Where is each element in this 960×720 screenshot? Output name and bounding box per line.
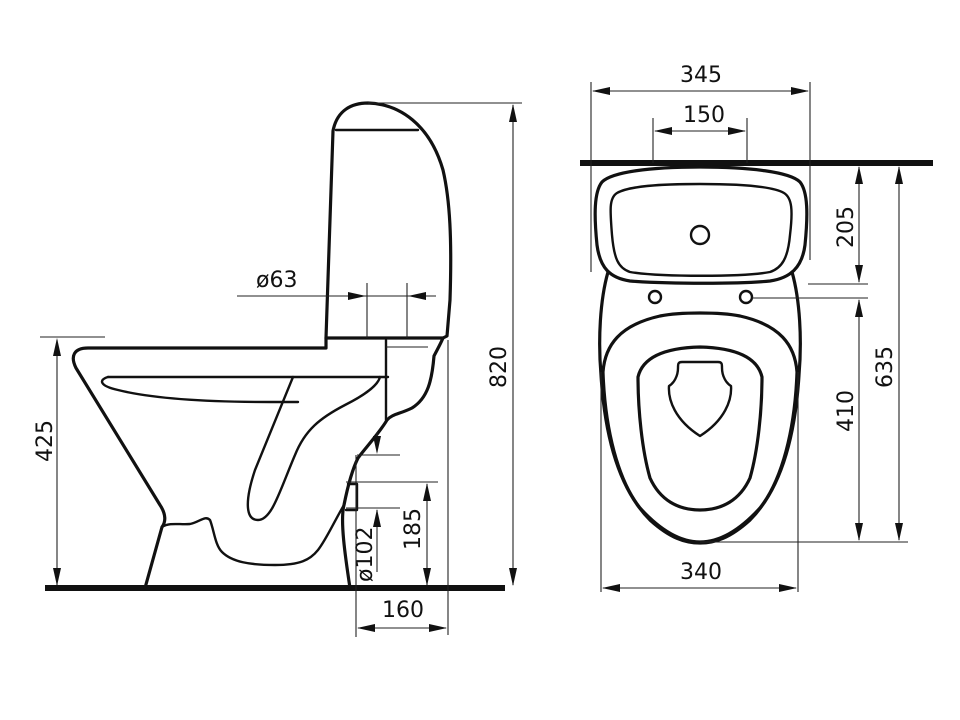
drain-shield-icon <box>667 360 733 438</box>
arrow-right-icon <box>348 292 366 300</box>
dim-label-205: 205 <box>834 206 859 248</box>
dim-label-820: 820 <box>487 346 512 388</box>
arrow-up-icon <box>53 338 61 356</box>
dim-label-63: ø63 <box>256 268 297 293</box>
seat-hole-right-icon <box>738 289 754 305</box>
arrow-up-icon <box>855 299 863 317</box>
top-view: 345 150 205 410 635 340 <box>580 63 933 592</box>
arrow-up-icon <box>509 104 517 122</box>
arrow-down-icon <box>423 568 431 586</box>
tank-outline <box>324 101 453 340</box>
outlet-stub <box>344 482 359 512</box>
bowl-outline <box>71 336 328 590</box>
arrow-down-icon <box>855 265 863 283</box>
dim-label-102: ø102 <box>353 527 378 582</box>
arrow-right-icon <box>728 127 746 135</box>
arrow-down-icon <box>509 568 517 586</box>
dim-label-635: 635 <box>873 346 898 388</box>
dim-label-185: 185 <box>401 508 426 550</box>
arrow-up-icon <box>855 166 863 184</box>
arrow-down-icon <box>373 436 381 454</box>
arrow-down-icon <box>855 523 863 541</box>
arrow-down-icon <box>895 523 903 541</box>
tank-top-outline <box>593 165 809 285</box>
seat-outline <box>601 311 799 544</box>
trapway-curve <box>246 375 382 522</box>
dim-label-345: 345 <box>680 63 722 88</box>
tank-inner-outline <box>609 182 793 277</box>
flush-button-icon <box>689 224 711 246</box>
dim-label-150: 150 <box>683 103 725 128</box>
arrow-left-icon <box>654 127 672 135</box>
arrow-up-icon <box>423 483 431 501</box>
dim-label-410: 410 <box>834 390 859 432</box>
arrow-right-icon <box>791 87 809 95</box>
dim-label-340: 340 <box>680 560 722 585</box>
arrow-right-icon <box>429 624 447 632</box>
dim-label-425: 425 <box>33 420 58 462</box>
seat-hole-left-icon <box>647 289 663 305</box>
seat-opening-outline <box>636 345 764 512</box>
arrow-up-icon <box>373 509 381 527</box>
siphon-bottom <box>160 503 346 567</box>
bowl-inner-lip <box>100 375 300 404</box>
arrow-down-icon <box>53 568 61 586</box>
arrow-left-icon <box>602 584 620 592</box>
arrow-left-icon <box>408 292 426 300</box>
arrow-left-icon <box>357 624 375 632</box>
arrow-right-icon <box>779 584 797 592</box>
arrow-up-icon <box>895 166 903 184</box>
dim-label-160: 160 <box>382 598 424 623</box>
arrow-left-icon <box>592 87 610 95</box>
side-view: 425 820 ø63 ø102 185 160 <box>33 101 522 637</box>
